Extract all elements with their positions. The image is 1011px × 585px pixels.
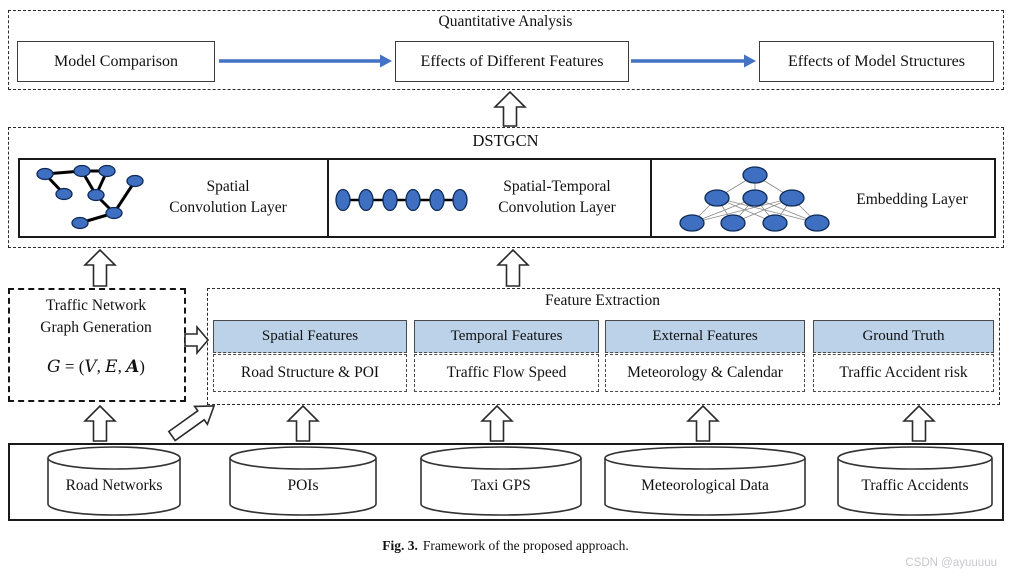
feature-column-temporal: Temporal Features Traffic Flow Speed [414, 320, 599, 392]
feature-value: Traffic Flow Speed [414, 354, 599, 392]
graph-generation-title: Traffic Network Graph Generation [40, 297, 152, 336]
feature-header: Ground Truth [813, 320, 994, 353]
source-taxi-gps: Taxi GPS [471, 477, 531, 494]
source-pois: POIs [287, 477, 319, 494]
up-arrow-icon [496, 248, 530, 287]
right-arrow-icon [184, 324, 210, 356]
up-arrow-icon [493, 90, 527, 127]
up-arrow-icon [83, 404, 117, 442]
spatial-convolution-label: Spatial Convolution Layer [169, 178, 287, 216]
dstgcn-divider-2 [650, 158, 652, 236]
up-arrow-icon [686, 404, 720, 442]
up-arrow-icon [286, 404, 320, 442]
diagonal-up-right-arrow-icon [167, 405, 216, 442]
feature-column-external: External Features Meteorology & Calendar [605, 320, 805, 392]
quantitative-analysis-box [8, 10, 1004, 90]
feature-value: Meteorology & Calendar [605, 354, 805, 392]
feature-header: Temporal Features [414, 320, 599, 353]
feature-value: Traffic Accident risk [813, 354, 994, 392]
feature-header: Spatial Features [213, 320, 407, 353]
dstgcn-divider-1 [327, 158, 329, 236]
source-meteorological-data: Meteorological Data [641, 477, 769, 494]
source-traffic-accidents: Traffic Accidents [861, 477, 969, 494]
up-arrow-icon [902, 404, 936, 442]
dstgcn-inner-box [18, 158, 996, 238]
caption-text: Framework of the proposed approach. [422, 538, 629, 553]
source-road-networks: Road Networks [65, 477, 163, 494]
feature-header: External Features [605, 320, 805, 353]
embedding-layer-label: Embedding Layer [856, 191, 968, 208]
dstgcn-title: DSTGCN [472, 131, 539, 150]
effects-different-features-box: Effects of Different Features [395, 41, 629, 82]
feature-value: Road Structure & POI [213, 354, 407, 392]
model-comparison-box: Model Comparison [17, 41, 215, 82]
quantitative-analysis-title: Quantitative Analysis [438, 13, 573, 30]
spatial-temporal-convolution-label: Spatial-Temporal Convolution Layer [498, 178, 616, 216]
feature-column-ground-truth: Ground Truth Traffic Accident risk [813, 320, 994, 392]
feature-column-spatial: Spatial Features Road Structure & POI [213, 320, 407, 392]
dstgcn-box [8, 127, 1004, 248]
feature-extraction-title: Feature Extraction [545, 292, 660, 309]
figure-caption: Fig. 3. Framework of the proposed approac… [0, 538, 1011, 554]
up-arrow-icon [480, 404, 514, 442]
caption-label: Fig. 3. [382, 538, 418, 553]
watermark: CSDN @ayuuuuu [905, 557, 997, 569]
graph-formula: G = (V, E, A) [47, 357, 145, 377]
effects-model-structures-box: Effects of Model Structures [759, 41, 994, 82]
up-arrow-icon [83, 248, 117, 287]
